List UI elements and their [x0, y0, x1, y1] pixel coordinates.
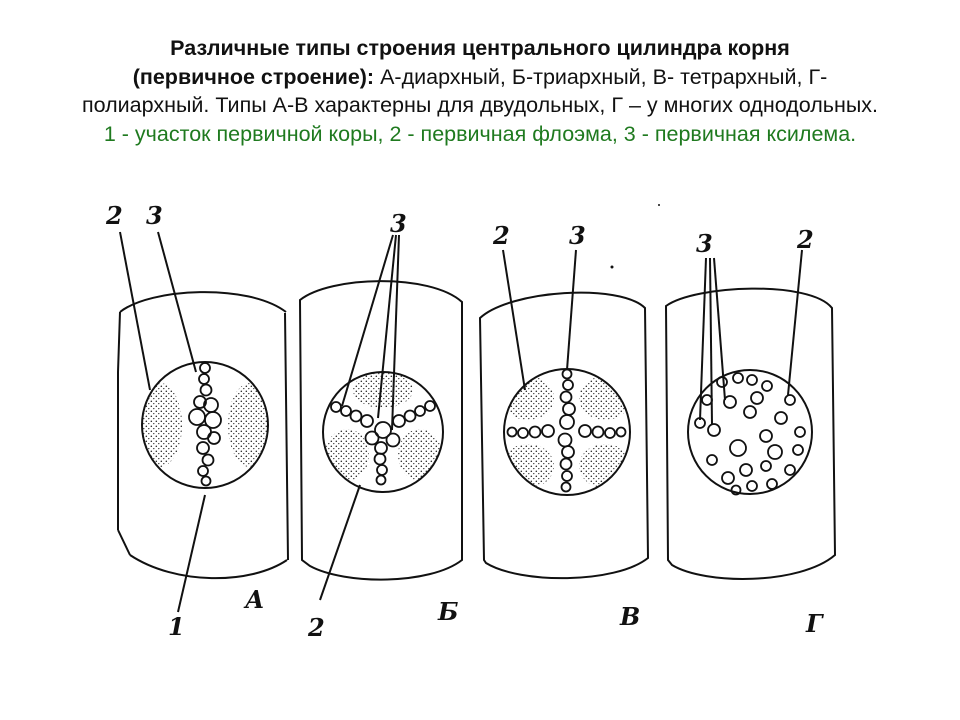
panel-a-label-1: 1	[168, 612, 185, 641]
panel-b	[298, 234, 463, 601]
caption-title-bold: Различные типы строения центрального цил…	[170, 36, 790, 60]
panel-c-xylem	[506, 368, 627, 493]
panel-c	[478, 249, 650, 580]
panel-b-label-2: 2	[307, 613, 325, 642]
panel-c-cell-outline	[478, 291, 650, 580]
panel-b-xylem	[330, 400, 436, 486]
panel-d-leader-3c	[713, 257, 726, 401]
panel-a	[117, 231, 289, 613]
panel-c-letter: В	[619, 602, 640, 631]
caption-legend: 1 - участок первичной коры, 2 - первична…	[103, 121, 857, 146]
panel-b-cell-outline	[298, 280, 463, 581]
panel-b-letter: Б	[437, 597, 459, 626]
caption-title: Различные типы строения центрального цил…	[40, 34, 920, 63]
panel-d-label-2: 2	[796, 225, 814, 254]
panel-c-leader-2	[502, 249, 526, 391]
stray-mark	[610, 265, 614, 269]
panel-b-phloem	[325, 372, 442, 481]
panel-a-leader-1	[177, 494, 206, 613]
panel-a-cell-outline	[117, 291, 289, 580]
panel-a-letter: А	[243, 585, 265, 614]
panel-c-label-2: 2	[492, 221, 510, 250]
panel-d-leader-2	[787, 249, 803, 396]
panel-d-leader-3b	[709, 257, 713, 426]
panel-d-label-3: 3	[696, 229, 713, 258]
panel-d-letter: Г	[805, 609, 824, 638]
panel-a-label-2: 2	[105, 201, 123, 230]
panel-c-label-3: 3	[569, 221, 586, 250]
panel-a-xylem	[188, 362, 222, 487]
panel-b-leader-3b	[377, 234, 397, 419]
panel-b-leader-3a	[341, 234, 394, 407]
panel-d-stele	[687, 369, 813, 495]
panel-b-leader-3c	[391, 234, 400, 431]
figure-caption: Различные типы строения центрального цил…	[40, 34, 920, 148]
panel-b-label-3: 3	[390, 209, 407, 238]
panel-c-leader-3	[566, 249, 577, 371]
panel-b-leader-2	[319, 484, 361, 601]
panel-d	[664, 249, 837, 580]
stray-mark	[658, 204, 660, 206]
panel-a-phloem	[142, 383, 268, 467]
caption-line-3: полиархный. Типы А-В характерны для двуд…	[81, 93, 879, 117]
panel-a-leader-3	[157, 231, 197, 373]
panel-a-leader-2	[119, 231, 151, 391]
caption-line-2-rest: А-диархный, Б-триархный, В- тетрархный, …	[374, 64, 828, 89]
panel-d-xylem	[694, 372, 806, 496]
caption-line-2: (первичное строение): А-диархный, Б-триа…	[40, 63, 920, 92]
panel-a-label-3: 3	[146, 201, 163, 230]
panel-d-leader-3a	[699, 257, 707, 421]
panel-d-cell-outline	[664, 287, 837, 580]
caption-line-2-bold: (первичное строение):	[132, 64, 375, 89]
